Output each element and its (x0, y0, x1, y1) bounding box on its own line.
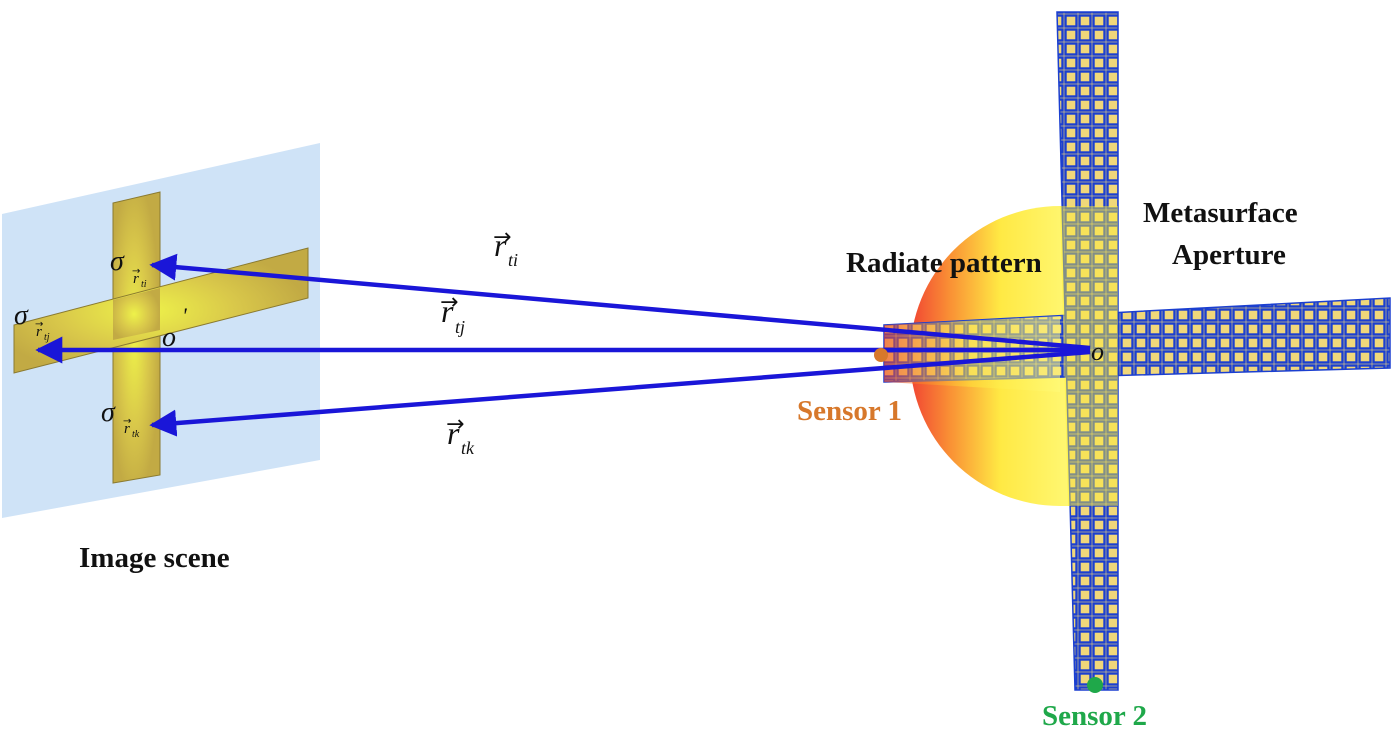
svg-text:r: r (447, 415, 460, 451)
svg-text:→: → (446, 412, 464, 437)
sensor1-label: Sensor 1 (797, 395, 902, 427)
r-ti-label: → r ti (493, 225, 518, 270)
svg-text:σ: σ (14, 300, 29, 331)
image-scene-label: Image scene (79, 542, 230, 574)
metasurface-label-line1: Metasurface (1143, 197, 1298, 229)
metasurface-label-line2: Aperture (1172, 239, 1286, 271)
svg-text:r: r (36, 324, 42, 340)
sigma-ti-label: σ r ti → (110, 246, 147, 290)
vector-r-ti (149, 253, 1091, 351)
sensor2-dot (1087, 677, 1103, 693)
svg-text:tk: tk (132, 429, 140, 440)
svg-text:→: → (440, 290, 458, 315)
svg-text:σ: σ (110, 246, 125, 277)
sigma-tk-label: σ r tk → (101, 397, 140, 440)
svg-text:ti: ti (508, 250, 518, 270)
svg-text:→: → (132, 266, 140, 277)
vector-r-tk (149, 349, 1091, 437)
svg-text:tk: tk (461, 438, 475, 458)
sensor2-label: Sensor 2 (1042, 700, 1147, 731)
origin-prime-mark: ' (182, 303, 187, 328)
svg-text:r: r (124, 421, 130, 437)
r-tk-label: → r tk (446, 412, 475, 458)
svg-text:ti: ti (141, 279, 147, 290)
origin-prime-label: o (162, 322, 176, 353)
svg-text:→: → (123, 416, 131, 427)
svg-text:σ: σ (101, 397, 116, 428)
svg-text:→: → (493, 225, 511, 250)
svg-text:r: r (133, 271, 139, 287)
r-tj-label: → r tj (440, 290, 465, 337)
origin-label: o (1091, 337, 1104, 366)
radiate-pattern-label: Radiate pattern (846, 247, 1042, 279)
sensor1-dot (874, 348, 888, 362)
svg-text:tj: tj (44, 332, 50, 343)
svg-text:→: → (35, 319, 43, 330)
svg-text:tj: tj (455, 317, 465, 337)
svg-text:r: r (494, 227, 507, 263)
scene-cross-target (13, 191, 309, 484)
sigma-tj-label: σ r tj → (14, 300, 50, 343)
svg-text:r: r (441, 293, 454, 329)
